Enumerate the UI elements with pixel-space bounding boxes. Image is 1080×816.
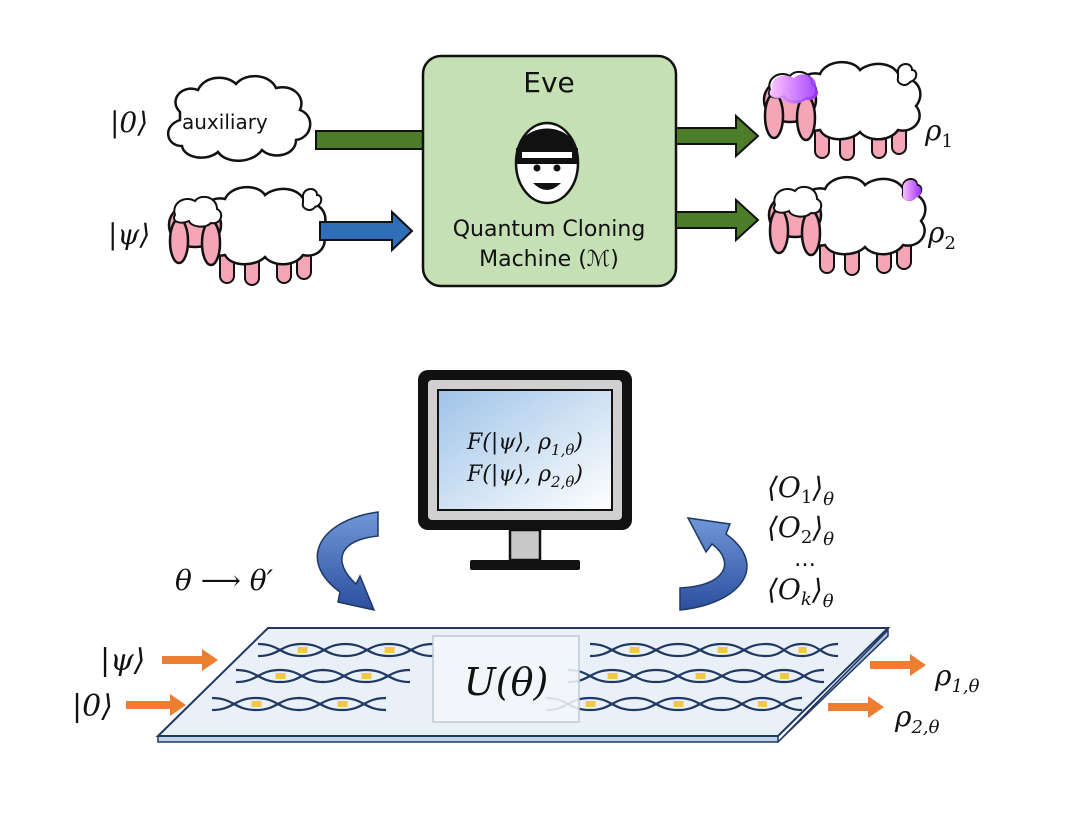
theta-update-label: θ ⟶ θ′	[175, 564, 274, 597]
output-arrow-1	[675, 113, 760, 159]
machine-name-line1: Quantum Cloning	[453, 217, 646, 242]
eve-title: Eve	[523, 66, 575, 99]
output-arrow-2	[675, 197, 760, 243]
measure-curved-arrow	[679, 517, 748, 611]
psi-ket-label: |ψ⟩	[108, 218, 150, 251]
eve-face-icon	[514, 121, 580, 205]
psi-arrow	[319, 209, 414, 253]
unitary-box	[432, 635, 580, 723]
auxiliary-arrow	[315, 130, 425, 150]
sheep-2-dyed-tail	[902, 180, 922, 201]
monitor-icon	[418, 370, 632, 570]
observable-1: ⟨O1⟩θ	[767, 471, 834, 510]
observables-ellipsis: …	[794, 547, 816, 572]
sheep-1-dyed-wool	[769, 74, 819, 104]
observable-2: ⟨O2⟩θ	[767, 511, 834, 550]
rho2-theta-label: ρ2,θ	[894, 700, 940, 738]
auxiliary-label: auxiliary	[182, 110, 268, 134]
rho1-theta-label: ρ1,θ	[934, 659, 980, 697]
fidelity-2: F(|ψ⟩, ρ2,θ)	[466, 462, 583, 491]
chip-output-arrow-2	[828, 696, 884, 718]
chip-zero-input-label: |0⟩	[72, 689, 113, 724]
observable-k: ⟨Ok⟩θ	[767, 573, 834, 612]
input-sheep-icon	[167, 185, 327, 287]
chip-output-arrow-1	[870, 654, 926, 676]
auxiliary-cloud-icon	[167, 75, 312, 162]
rho2-label: ρ2	[927, 216, 956, 254]
unitary-label: U(θ)	[464, 660, 549, 704]
output-sheep-2-icon	[767, 175, 927, 277]
chip-input-arrow-2	[126, 694, 186, 716]
chip-psi-input-label: |ψ⟩	[100, 643, 145, 678]
update-curved-arrow	[316, 511, 379, 612]
rho1-label: ρ1	[924, 114, 953, 152]
fidelity-1: F(|ψ⟩, ρ1,θ)	[466, 430, 583, 459]
machine-name-line2: Machine (ℳ)	[479, 247, 619, 272]
aux-ket-label: |0⟩	[110, 106, 148, 139]
chip-input-arrow-1	[162, 649, 218, 671]
